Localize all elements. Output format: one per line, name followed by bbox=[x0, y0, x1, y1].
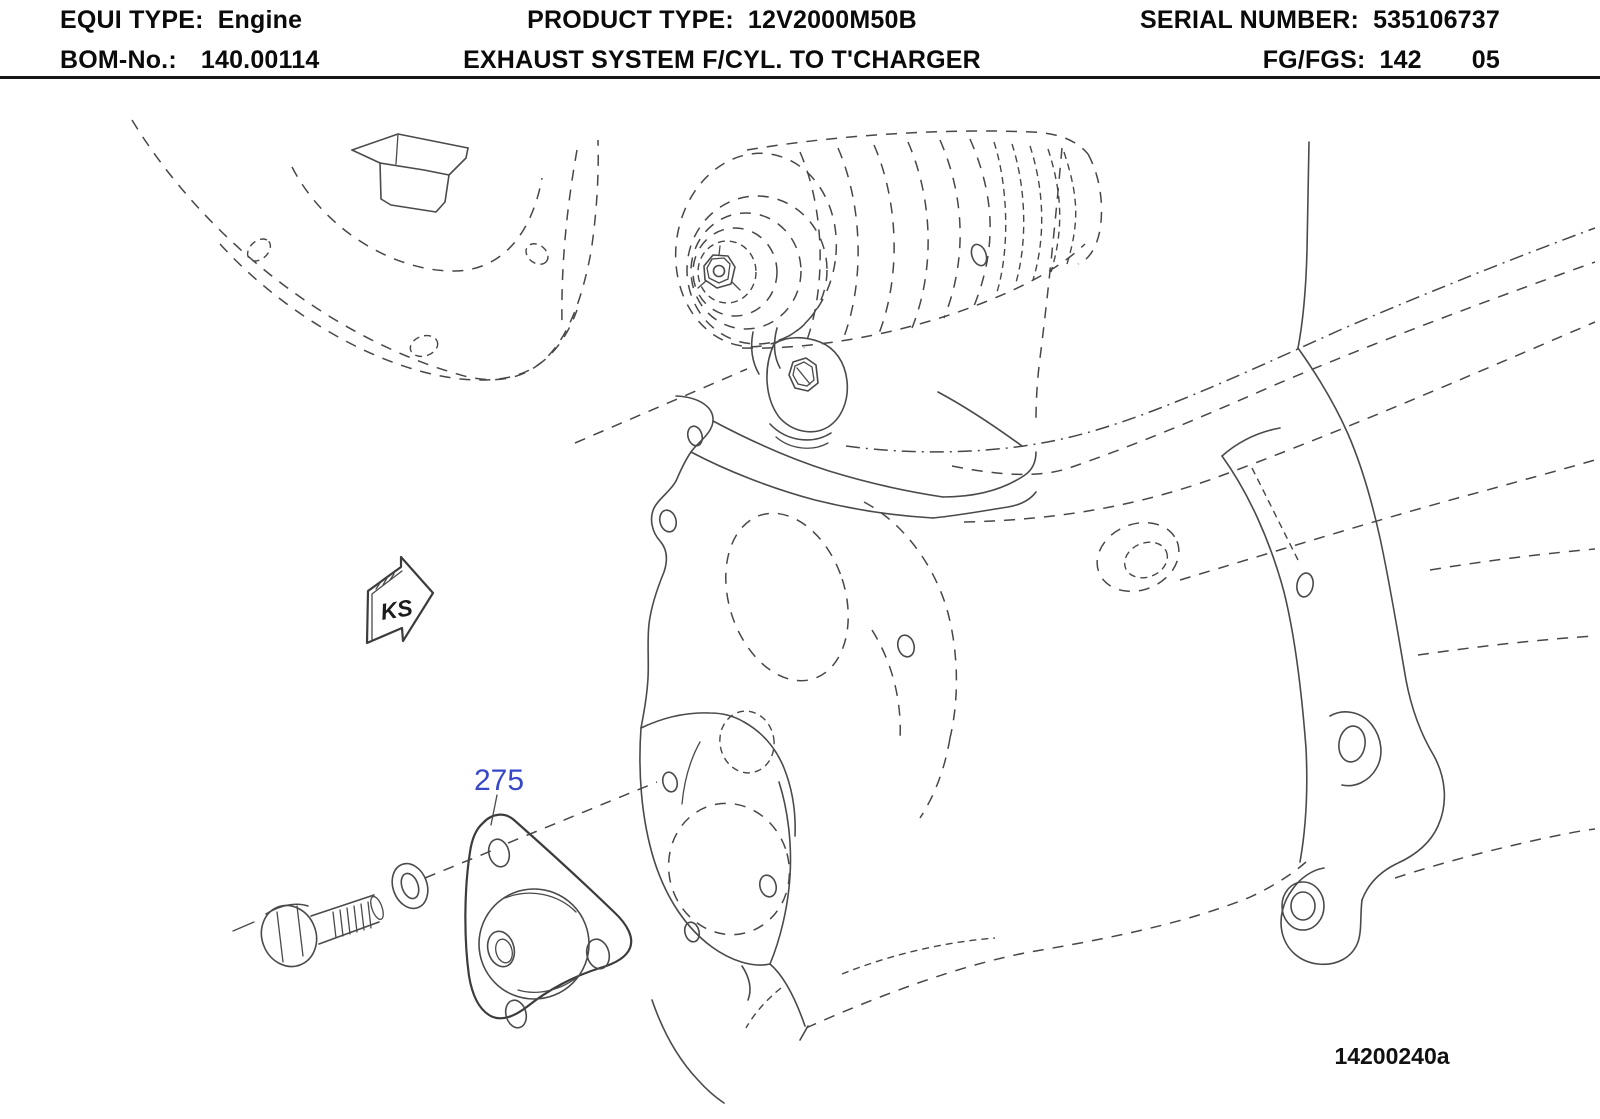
clamp-bolt bbox=[788, 357, 819, 392]
engine-mounting-flange bbox=[639, 710, 806, 1027]
right-support-bracket bbox=[1221, 347, 1446, 966]
bellows-clamp bbox=[750, 327, 849, 449]
assembly-title: EXHAUST SYSTEM F/CYL. TO T'CHARGER bbox=[463, 46, 981, 75]
ks-marker-label: KS bbox=[379, 594, 415, 625]
serial-number-value: 535106737 bbox=[1373, 6, 1500, 34]
equi-type: EQUI TYPE: Engine bbox=[60, 6, 302, 35]
equi-type-label: EQUI TYPE: bbox=[60, 6, 204, 34]
serial-number: SERIAL NUMBER: 535106737 bbox=[1140, 6, 1500, 35]
assembly-title-text: EXHAUST SYSTEM F/CYL. TO T'CHARGER bbox=[463, 46, 981, 74]
cover-flange bbox=[464, 813, 633, 1029]
part-number-label[interactable]: 275 bbox=[474, 764, 524, 797]
bellows-center-nut bbox=[697, 245, 741, 291]
product-type-label: PRODUCT TYPE: bbox=[527, 6, 734, 34]
fg-fgs: FG/FGS: 142 05 bbox=[1263, 46, 1500, 75]
exhaust-pipes-hidden bbox=[845, 147, 1596, 581]
bellows-coupling bbox=[574, 130, 1103, 449]
engine-block bbox=[639, 141, 1596, 1104]
fg-fgs-value: 142 bbox=[1379, 46, 1422, 74]
product-type-value: 12V2000M50B bbox=[747, 6, 917, 34]
fg-fgs-label: FG/FGS: bbox=[1262, 46, 1366, 74]
equi-type-value: Engine bbox=[217, 6, 303, 34]
assembly-axis-line bbox=[232, 781, 658, 932]
product-type: PRODUCT TYPE: 12V2000M50B bbox=[527, 6, 917, 35]
title-block: EQUI TYPE: Engine PRODUCT TYPE: 12V2000M50… bbox=[0, 0, 1600, 80]
cover-assembly-275: 275 bbox=[232, 764, 658, 1029]
bom-no-label: BOM-No.: bbox=[60, 46, 177, 74]
fg-fgs-sheet: 05 bbox=[1471, 46, 1500, 74]
header-rule bbox=[0, 76, 1600, 79]
engine-flange-hidden bbox=[131, 119, 599, 381]
washer bbox=[391, 862, 429, 910]
ks-direction-arrow: KS bbox=[365, 555, 435, 645]
serial-number-label: SERIAL NUMBER: bbox=[1140, 6, 1360, 34]
bom-no: BOM-No.: 140.00114 bbox=[60, 46, 319, 75]
part-callout-275[interactable]: 275 bbox=[474, 764, 524, 826]
figure-number: 14200240a bbox=[1334, 1043, 1449, 1069]
bom-no-value: 140.00114 bbox=[200, 46, 320, 74]
hex-bolt bbox=[260, 894, 384, 968]
